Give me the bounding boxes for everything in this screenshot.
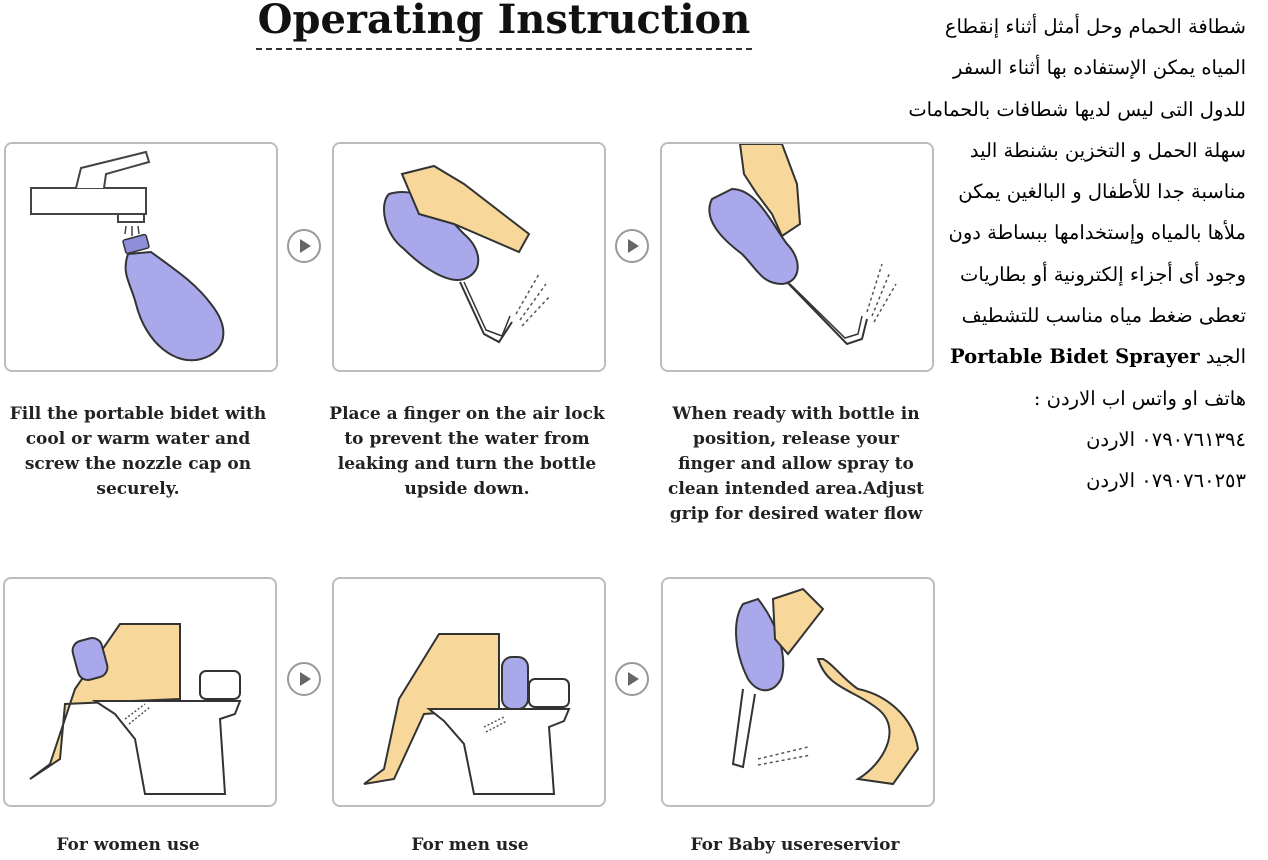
product-line-arabic: الجيد xyxy=(1205,345,1246,369)
step-2-caption: Place a finger on the air lock to preven… xyxy=(318,402,616,502)
page-title: Operating Instruction xyxy=(257,0,751,43)
caption-line: grip for desired water flow xyxy=(669,504,923,524)
next-step-arrow-icon xyxy=(287,229,321,263)
caption-line: clean intended area.Adjust xyxy=(667,479,924,499)
arabic-line: تعطى ضغط مياه مناسب للتشطيف xyxy=(961,304,1246,328)
caption-line: upside down. xyxy=(404,479,530,499)
caption-line: finger and allow spray to xyxy=(678,454,914,474)
men-use-illustration xyxy=(363,633,571,795)
title-underline xyxy=(256,48,752,50)
women-use-label: For women use xyxy=(56,835,200,855)
spray-illustration xyxy=(708,144,897,346)
arabic-line: المياه يمكن الإستفاده بها أثناء السفر xyxy=(952,56,1246,80)
arabic-line: شطافة الحمام وحل أمثل أثناء إنقطاع xyxy=(944,15,1246,38)
step-1-caption: Fill the portable bidet with cool or war… xyxy=(0,402,276,502)
arabic-description: شطافة الحمام وحل أمثل أثناء إنقطاع الميا… xyxy=(886,6,1246,502)
caption-line: leaking and turn the bottle xyxy=(337,454,597,474)
product-name: Portable Bidet Sprayer xyxy=(950,345,1200,369)
men-use-label: For men use xyxy=(411,835,529,855)
phone-number: ٠٧٩٠٧٦٠٢٥٣ الاردن xyxy=(1086,469,1246,493)
step-3-caption: When ready with bottle in position, rele… xyxy=(654,402,938,527)
women-use-panel xyxy=(3,577,277,807)
step-1-panel xyxy=(4,142,278,372)
arabic-line: للدول التى ليس لديها شطافات بالحمامات xyxy=(908,97,1246,121)
step-2-panel xyxy=(332,142,606,372)
air-lock-illustration xyxy=(383,164,551,344)
phone-number: ٠٧٩٠٧٦١٣٩٤ الاردن xyxy=(1086,427,1246,451)
caption-line: securely. xyxy=(96,479,180,499)
baby-use-label: For Baby usereservior xyxy=(690,835,900,855)
baby-use-illustration xyxy=(731,587,920,786)
arabic-line: ملأها بالمياه وإستخدامها ببساطة دون xyxy=(948,221,1246,245)
baby-use-panel xyxy=(661,577,935,807)
product-line: الجيد Portable Bidet Sprayer xyxy=(886,336,1246,377)
next-step-arrow-icon xyxy=(287,662,321,696)
arabic-line: وجود أى أجزاء إلكترونية أو بطاريات xyxy=(959,262,1246,286)
caption-line: to prevent the water from xyxy=(344,429,590,449)
caption-line: cool or warm water and xyxy=(25,429,251,449)
contact-label: هاتف او واتس اب الاردن : xyxy=(1033,386,1246,410)
next-step-arrow-icon xyxy=(615,662,649,696)
caption-line: screw the nozzle cap on xyxy=(24,454,252,474)
arabic-line: سهلة الحمل و التخزين بشنطة اليد xyxy=(969,138,1246,162)
step-3-panel xyxy=(660,142,934,372)
caption-line: When ready with bottle in xyxy=(672,404,920,424)
caption-line: position, release your xyxy=(692,429,899,449)
next-step-arrow-icon xyxy=(615,229,649,263)
fill-bottle-illustration xyxy=(30,150,225,362)
arabic-line: مناسبة جدا للأطفال و البالغين يمكن xyxy=(958,180,1246,204)
men-use-panel xyxy=(332,577,606,807)
caption-line: Place a finger on the air lock xyxy=(329,404,605,424)
caption-line: Fill the portable bidet with xyxy=(9,404,267,424)
women-use-illustration xyxy=(29,623,242,795)
